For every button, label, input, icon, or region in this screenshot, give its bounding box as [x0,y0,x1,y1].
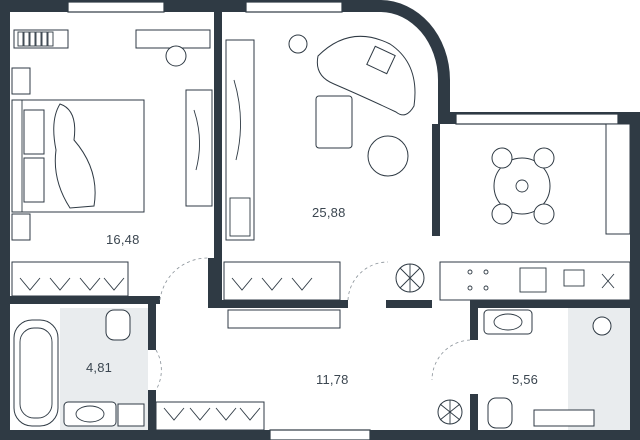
decor-plate [288,34,308,54]
door-swings [155,257,471,391]
room-area-living: 25,88 [312,205,346,220]
pillow [23,157,45,203]
plant-icon [395,263,425,293]
books [17,31,54,47]
shower-icon [437,399,463,425]
radiator [533,409,595,427]
tv-unit [223,261,341,301]
shower-icon [592,316,612,336]
nightstand-top [11,67,31,95]
window-kitchen [455,113,619,125]
wc-fixtures [483,309,612,429]
bench [227,309,341,329]
kitchen [439,123,631,301]
blanket [53,103,96,209]
room-area-wc: 5,56 [512,372,539,387]
sink-icon [519,267,547,293]
toilet-icon [487,397,513,429]
living-furniture [223,34,425,301]
nightstand-bottom [11,213,31,241]
armchair [367,135,409,177]
fridge-column [605,123,631,235]
room-area-bedroom: 16,48 [106,232,140,247]
bathroom-fixtures [13,309,145,427]
washing-machine-icon [117,403,145,427]
room-area-bathroom: 4,81 [86,360,113,375]
window-hall [269,429,371,440]
wardrobe-hall [155,401,265,431]
toilet-icon [105,309,131,341]
hall-furniture [155,309,463,431]
washing-machine-icon [601,273,615,289]
sink-icon [483,309,533,335]
desk-chair [165,45,187,67]
window-living [245,1,343,13]
window-bedroom [67,1,165,13]
dishwasher [563,269,585,287]
dining-table-icon [491,147,555,225]
bathtub-icon [13,319,59,427]
sink-icon [63,401,117,427]
desk [135,29,211,49]
coffee-table [315,95,353,149]
stove-icon [467,269,489,291]
dresser [11,261,129,297]
room-area-hall: 11,78 [316,372,349,387]
cushion [366,45,396,75]
pillow [23,109,45,155]
bedroom-furniture [11,29,213,297]
interior-walls [10,12,630,430]
